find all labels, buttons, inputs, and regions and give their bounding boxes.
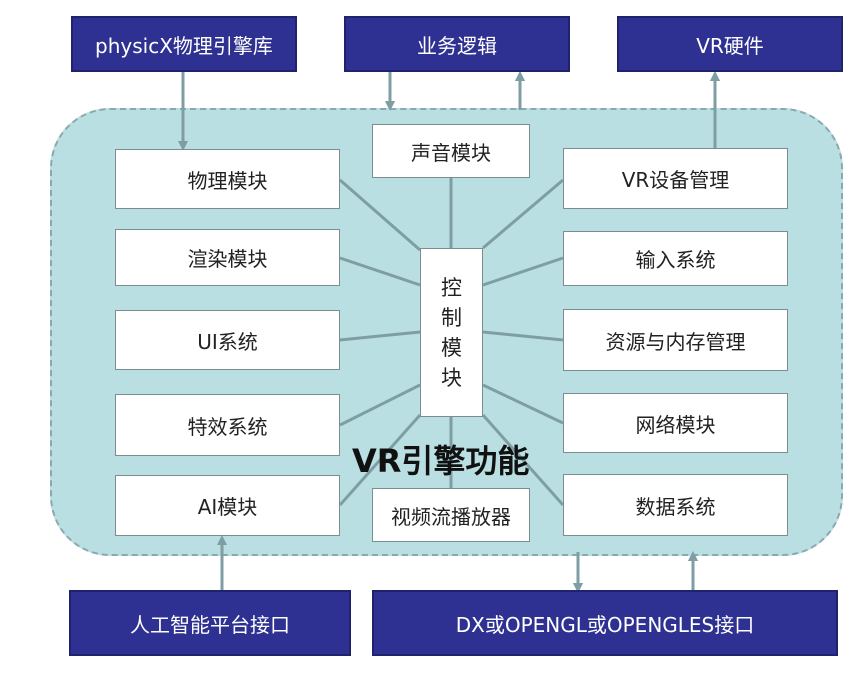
vr-hardware-box: VR硬件 xyxy=(617,16,843,72)
control-module-char: 控 xyxy=(441,275,462,300)
ai-platform-interface-box: 人工智能平台接口 xyxy=(69,590,351,656)
vr-device-management-module: VR设备管理 xyxy=(563,148,788,209)
data-system-module: 数据系统 xyxy=(563,474,788,536)
resource-memory-management-module: 资源与内存管理 xyxy=(563,309,788,371)
physics-module: 物理模块 xyxy=(115,149,340,209)
render-module: 渲染模块 xyxy=(115,229,340,286)
graphics-api-interface-box: DX或OPENGL或OPENGLES接口 xyxy=(372,590,838,656)
effects-system-module: 特效系统 xyxy=(115,394,340,456)
business-logic-box: 业务逻辑 xyxy=(344,16,570,72)
sound-module: 声音模块 xyxy=(372,124,530,178)
control-module: 控 制 模 块 xyxy=(420,248,483,417)
engine-region-title: VR引擎功能 xyxy=(352,442,530,480)
physx-library-box: physicX物理引擎库 xyxy=(71,16,297,72)
control-module-char: 块 xyxy=(441,365,462,390)
ui-system-module: UI系统 xyxy=(115,310,340,370)
network-module: 网络模块 xyxy=(563,393,788,453)
control-module-char: 制 xyxy=(441,305,462,330)
ai-module: AI模块 xyxy=(115,475,340,536)
control-module-char: 模 xyxy=(441,335,462,360)
input-system-module: 输入系统 xyxy=(563,231,788,286)
video-stream-player-module: 视频流播放器 xyxy=(372,488,530,542)
